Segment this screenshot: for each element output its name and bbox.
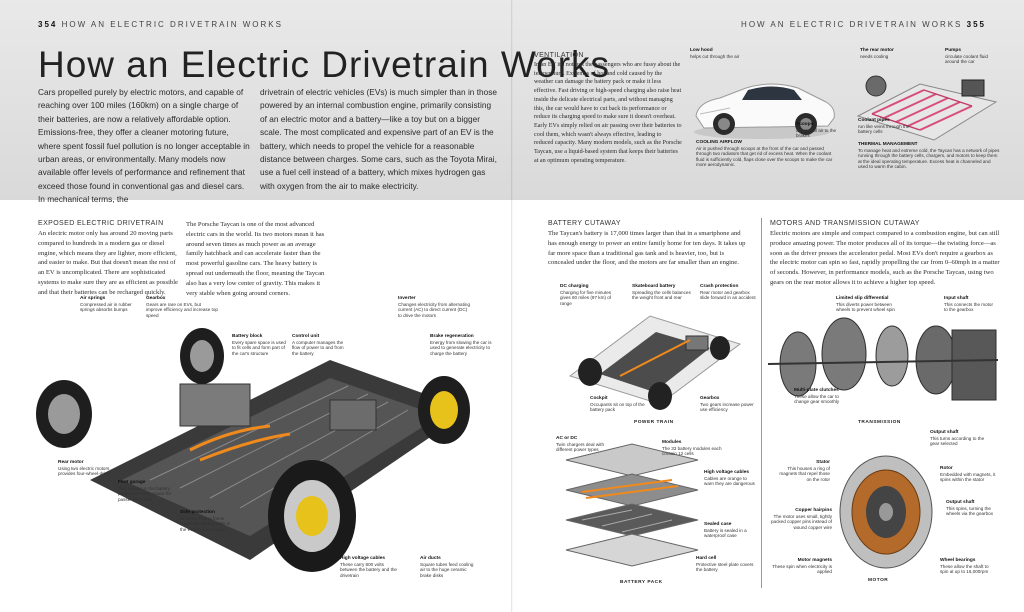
- right-running-title: HOW AN ELECTRIC DRIVETRAIN WORKS: [741, 20, 963, 29]
- top-banner: [0, 0, 1024, 200]
- motors-body: Electric motors are simple and compact c…: [770, 230, 1000, 286]
- ventilation-body: In an EV it's not just the passengers wh…: [534, 62, 682, 164]
- transmission-illustration: [767, 317, 999, 401]
- motor-caption: MOTOR: [868, 578, 889, 583]
- motors-heading: MOTORS AND TRANSMISSION CUTAWAY: [770, 220, 920, 227]
- ventilation-heading: VENTILATION: [534, 52, 584, 59]
- left-running-head: 354 HOW AN ELECTRIC DRIVETRAIN WORKS: [38, 20, 283, 29]
- battery-body: The Taycan's battery is 17,000 times lar…: [548, 230, 746, 267]
- column-divider: [761, 218, 762, 588]
- power-train-illustration: [568, 315, 742, 410]
- right-page-number: 355: [966, 20, 986, 29]
- motor-illustration: [839, 455, 933, 569]
- transmission-caption: TRANSMISSION: [858, 420, 901, 425]
- exposed-drivetrain-illustration: [36, 328, 470, 572]
- intro-column-2: drivetrain of electric vehicles (EVs) is…: [260, 87, 498, 191]
- right-running-head: HOW AN ELECTRIC DRIVETRAIN WORKS 355: [741, 20, 986, 29]
- left-page-number: 354: [38, 20, 58, 29]
- page-title: How an Electric Drivetrain Works: [38, 44, 611, 85]
- battery-pack-caption: BATTERY PACK: [620, 580, 663, 585]
- battery-heading: BATTERY CUTAWAY: [548, 220, 621, 227]
- left-running-title: HOW AN ELECTRIC DRIVETRAIN WORKS: [61, 20, 283, 29]
- thermal-cutaway-illustration: [856, 75, 998, 141]
- page-gutter: [511, 0, 513, 612]
- exposed-body-col2: The Porsche Taycan is one of the most ad…: [186, 221, 325, 297]
- intro-column-1: Cars propelled purely by electric motors…: [38, 87, 250, 205]
- battery-pack-illustration: [565, 443, 699, 567]
- exposed-body-col1: An electric motor only has around 20 mov…: [38, 230, 178, 296]
- taycan-car-illustration: [694, 83, 835, 139]
- exposed-heading: EXPOSED ELECTRIC DRIVETRAIN: [38, 220, 164, 227]
- power-train-caption: POWER TRAIN: [634, 420, 674, 425]
